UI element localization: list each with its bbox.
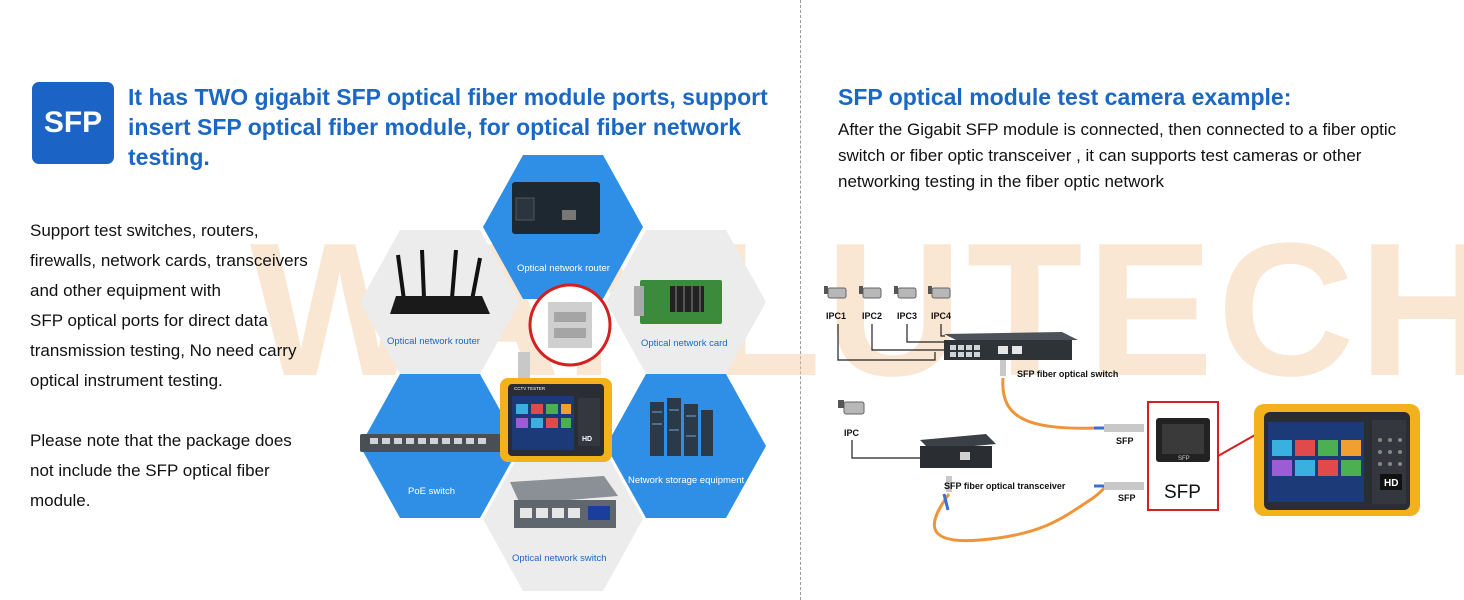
sfp-badge-icon: SFP	[32, 82, 114, 164]
camera-label-ipc: IPC	[844, 428, 860, 438]
label-router-top: Optical network router	[517, 263, 610, 274]
hexagon-cluster	[360, 155, 766, 591]
section-divider	[800, 0, 801, 600]
small-tester-brand: CCTV TESTER	[514, 386, 546, 391]
camera-label-ipc4: IPC4	[931, 311, 952, 321]
note-line: not include the SFP optical fiber	[30, 461, 270, 480]
description-line: Support test switches, routers,	[30, 221, 259, 240]
description-line: and other equipment with	[30, 281, 221, 300]
label-router-left: Optical network router	[387, 336, 480, 347]
transceiver-label: SFP fiber optical transceiver	[944, 481, 1066, 491]
sfp-label-top: SFP	[1116, 436, 1134, 446]
description-line: firewalls, network cards, transceivers	[30, 251, 308, 270]
description-line: optical instrument testing.	[30, 371, 223, 390]
camera-label-ipc2: IPC2	[862, 311, 883, 321]
right-description: After the Gigabit SFP module is connecte…	[838, 120, 1397, 191]
small-tester-hd: HD	[582, 436, 593, 443]
sfp-label-bottom: SFP	[1118, 493, 1136, 503]
label-network-card: Optical network card	[641, 338, 728, 349]
camera-label-ipc1: IPC1	[826, 311, 847, 321]
sfp-zoom-small-label: SFP	[1178, 456, 1190, 462]
right-heading: SFP optical module test camera example:	[838, 84, 1292, 110]
label-network-switch: Optical network switch	[512, 553, 607, 564]
description-line: SFP optical ports for direct data	[30, 311, 268, 330]
label-storage: Network storage equipment	[628, 475, 745, 486]
network-diagram	[824, 286, 1420, 543]
description-line: transmission testing, No need carry	[30, 341, 297, 360]
camera-icon	[827, 287, 951, 299]
left-description: Support test switches, routers, firewall…	[30, 216, 340, 516]
tester-hd-badge: HD	[1384, 478, 1399, 489]
sfp-zoom-label: SFP	[1164, 482, 1201, 503]
note-line: Please note that the package does	[30, 431, 292, 450]
left-heading: It has TWO gigabit SFP optical fiber mod…	[128, 84, 768, 170]
switch-label: SFP fiber optical switch	[1017, 369, 1119, 379]
camera-label-ipc3: IPC3	[897, 311, 918, 321]
note-line: module.	[30, 491, 91, 510]
label-poe-switch: PoE switch	[408, 486, 455, 497]
